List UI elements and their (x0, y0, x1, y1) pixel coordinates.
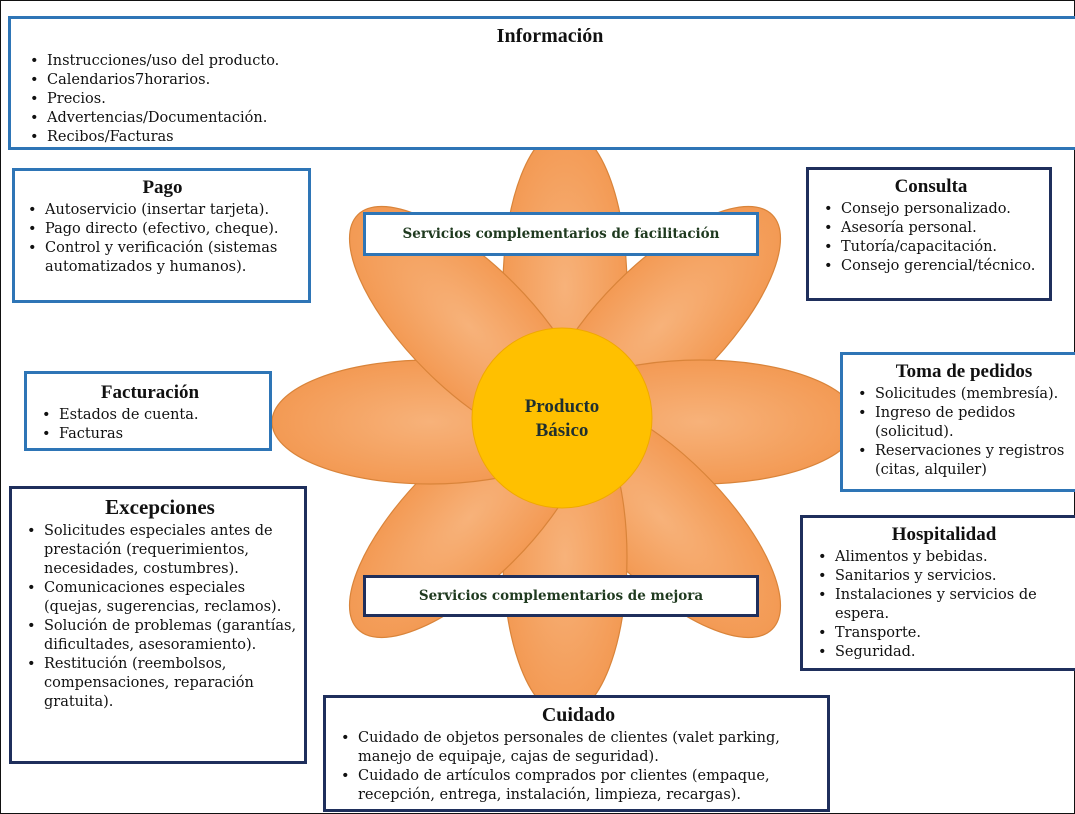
core-label: Producto Básico (492, 395, 632, 443)
list-informacion: Instrucciones/uso del producto. Calendar… (25, 52, 1075, 147)
list-item: Cuidado de artículos comprados por clien… (341, 767, 821, 805)
list-item: Consejo gerencial/técnico. (824, 257, 1043, 276)
list-consulta: Consejo personalizado. Asesoría personal… (819, 200, 1043, 276)
list-item: Alimentos y bebidas. (818, 548, 1075, 567)
list-item: Seguridad. (818, 643, 1075, 662)
list-item: Precios. (30, 90, 1075, 109)
core-circle (471, 327, 653, 509)
list-pago: Autoservicio (insertar tarjeta). Pago di… (23, 201, 302, 277)
core-line-2: Básico (535, 420, 589, 441)
list-item: Reservaciones y registros (citas, alquil… (858, 442, 1075, 480)
list-hospitalidad: Alimentos y bebidas. Sanitarios y servic… (813, 548, 1075, 662)
band-enhancement: Servicios complementarios de mejora (363, 575, 759, 617)
list-item: Recibos/Facturas (30, 128, 1075, 147)
box-pago: Pago Autoservicio (insertar tarjeta). Pa… (12, 168, 311, 303)
box-hospitalidad: Hospitalidad Alimentos y bebidas. Sanita… (800, 515, 1075, 671)
list-item: Instalaciones y servicios de espera. (818, 586, 1075, 624)
title-hospitalidad: Hospitalidad (891, 524, 997, 545)
list-toma: Solicitudes (membresía). Ingreso de pedi… (853, 385, 1075, 480)
list-excepciones: Solicitudes especiales antes de prestaci… (22, 522, 298, 712)
title-toma: Toma de pedidos (895, 361, 1033, 382)
title-excepciones: Excepciones (105, 495, 215, 519)
core-line-1: Producto (524, 396, 600, 417)
list-item: Cuidado de objetos personales de cliente… (341, 729, 821, 767)
box-cuidado: Cuidado Cuidado de objetos personales de… (323, 695, 830, 812)
list-item: Calendarios7horarios. (30, 71, 1075, 90)
band-facilitation: Servicios complementarios de facilitació… (363, 212, 759, 256)
list-item: Facturas (42, 425, 263, 444)
list-item: Solicitudes (membresía). (858, 385, 1075, 404)
box-excepciones: Excepciones Solicitudes especiales antes… (9, 486, 307, 764)
list-item: Instrucciones/uso del producto. (30, 52, 1075, 71)
list-item: Estados de cuenta. (42, 406, 263, 425)
title-facturacion: Facturación (100, 382, 200, 403)
list-facturacion: Estados de cuenta. Facturas (37, 406, 263, 444)
box-toma-de-pedidos: Toma de pedidos Solicitudes (membresía).… (840, 352, 1075, 492)
list-item: Consejo personalizado. (824, 200, 1043, 219)
title-consulta: Consulta (894, 176, 968, 197)
box-informacion: Información Instrucciones/uso del produc… (8, 16, 1075, 150)
list-item: Transporte. (818, 624, 1075, 643)
title-pago: Pago (142, 177, 183, 198)
list-item: Ingreso de pedidos (solicitud). (858, 404, 1075, 442)
list-item: Comunicaciones especiales (quejas, suger… (27, 579, 298, 617)
list-cuidado: Cuidado de objetos personales de cliente… (336, 729, 821, 805)
list-item: Sanitarios y servicios. (818, 567, 1075, 586)
list-item: Pago directo (efectivo, cheque). (28, 220, 302, 239)
list-item: Restitución (reembolsos, compensaciones,… (27, 655, 298, 712)
list-item: Control y verificación (sistemas automat… (28, 239, 302, 277)
list-item: Asesoría personal. (824, 219, 1043, 238)
list-item: Solución de problemas (garantías, dificu… (27, 617, 298, 655)
list-item: Solicitudes especiales antes de prestaci… (27, 522, 298, 579)
box-consulta: Consulta Consejo personalizado. Asesoría… (806, 167, 1052, 301)
title-informacion: Información (496, 25, 604, 47)
list-item: Autoservicio (insertar tarjeta). (28, 201, 302, 220)
list-item: Advertencias/Documentación. (30, 109, 1075, 128)
box-facturacion: Facturación Estados de cuenta. Facturas (24, 371, 272, 451)
list-item: Tutoría/capacitación. (824, 238, 1043, 257)
title-cuidado: Cuidado (541, 704, 616, 726)
